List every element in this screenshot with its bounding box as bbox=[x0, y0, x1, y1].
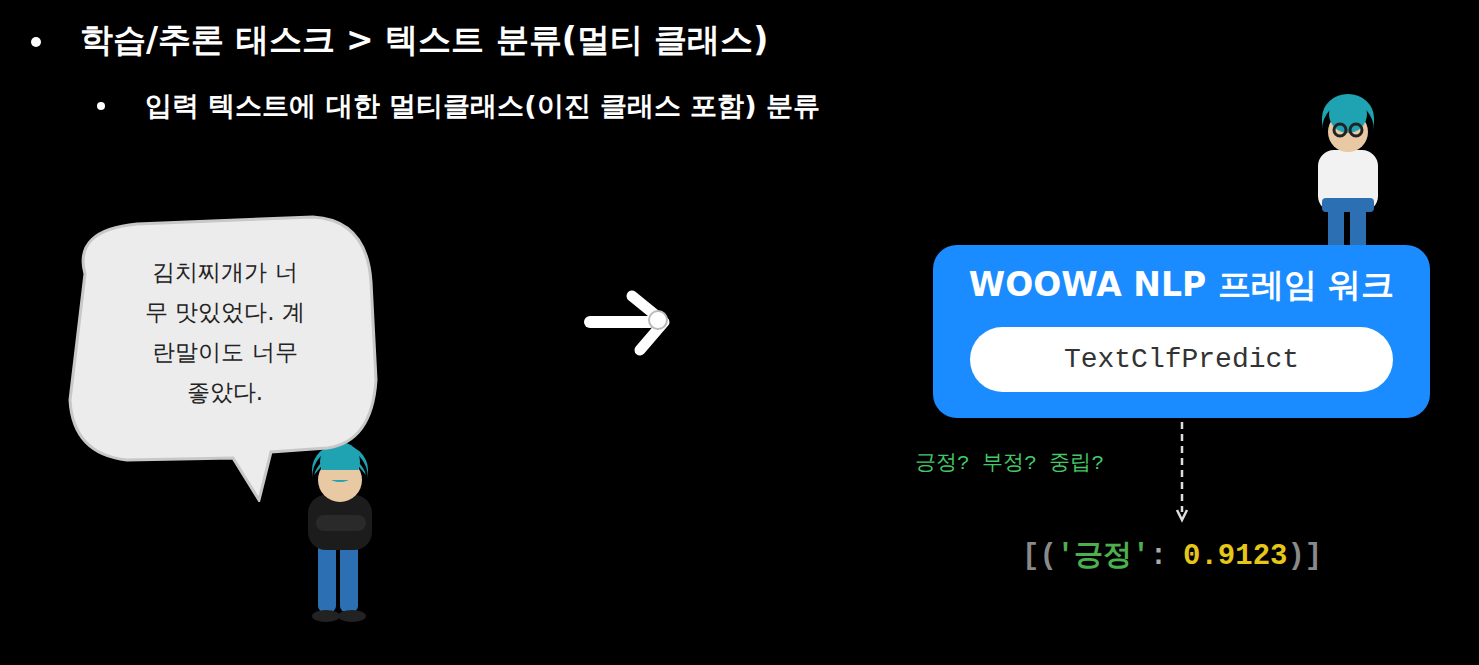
output-row: [('긍정':0.9123)] bbox=[1022, 535, 1322, 575]
box-title: WOOWA NLP 프레임 워크 bbox=[933, 263, 1430, 308]
class-question: 긍정? 부정? 중립? bbox=[915, 448, 1104, 476]
person-figure bbox=[1318, 94, 1378, 255]
bubble-shape bbox=[70, 217, 376, 500]
output-token: 0.9123 bbox=[1183, 540, 1287, 573]
framework-box: WOOWA NLP 프레임 워크 TextClfPredict bbox=[933, 245, 1430, 418]
function-pill: TextClfPredict bbox=[970, 327, 1393, 392]
output-token: : bbox=[1150, 540, 1167, 573]
subtitle: 입력 텍스트에 대한 멀티클래스(이진 클래스 포함) 분류 bbox=[145, 88, 820, 124]
title: 학습/추론 태스크 > 텍스트 분류(멀티 클래스) bbox=[80, 18, 768, 63]
function-name: TextClfPredict bbox=[1064, 344, 1299, 375]
bullet bbox=[97, 102, 105, 110]
output-token: '긍정' bbox=[1057, 535, 1150, 575]
person-figure bbox=[308, 442, 372, 622]
bubble-text: 김치찌개가 너무 맛있었다. 계란말이도 너무 좋았다. bbox=[145, 252, 305, 412]
output-token: [( bbox=[1022, 540, 1057, 573]
bullet bbox=[31, 37, 41, 47]
arrow-figure bbox=[590, 296, 667, 350]
speech-bubble: 김치찌개가 너무 맛있었다. 계란말이도 너무 좋았다. bbox=[65, 212, 380, 502]
dashed-pointer bbox=[1177, 422, 1187, 520]
output-token: )] bbox=[1287, 540, 1322, 573]
